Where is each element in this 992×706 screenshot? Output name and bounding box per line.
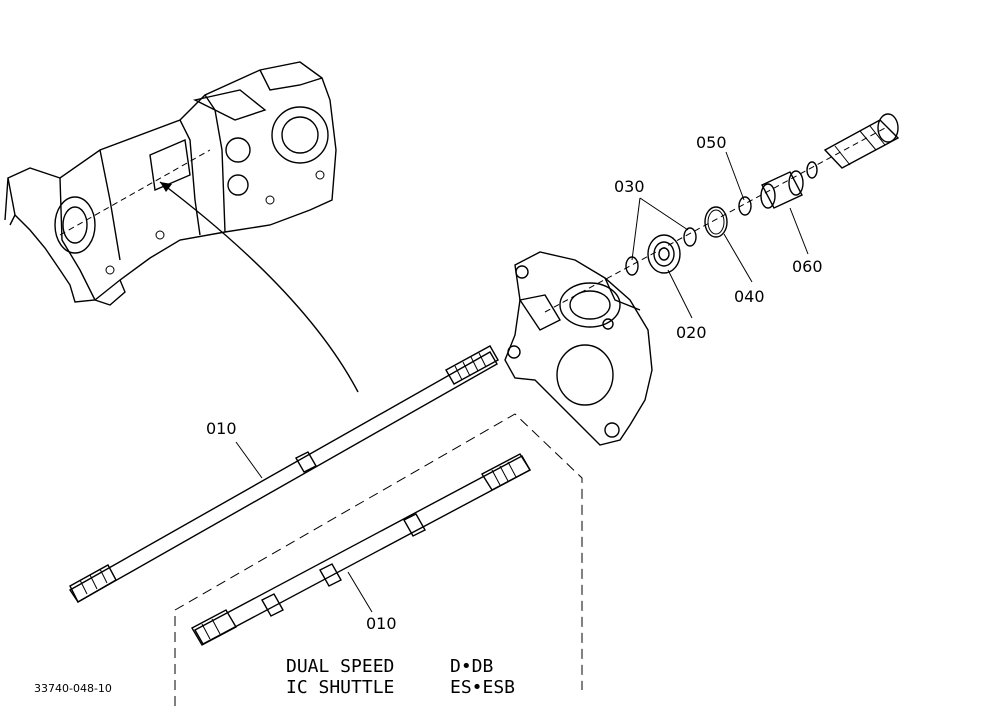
caption-line1-right: D•DB [450,656,493,677]
variant-bracket [174,413,583,706]
caption-line2-left: IC SHUTTLE [286,677,394,698]
collar-060 [760,170,804,209]
circlip-030-b [683,227,697,247]
label-050: 050 [696,133,727,152]
label-010-lower: 010 [366,614,397,633]
leader-lines [235,151,809,613]
label-040: 040 [734,287,765,306]
assembly-axis [544,127,886,313]
label-020: 020 [676,323,707,342]
label-010-upper: 010 [206,419,237,438]
label-030: 030 [614,177,645,196]
shaft-010-upper [69,345,499,603]
caption-line2-right: ES•ESB [450,677,515,698]
transmission-housing [4,61,337,306]
figure-number: 33740-048-10 [34,682,112,695]
label-060: 060 [792,257,823,276]
ring-small [806,161,818,179]
caption-line1-left: DUAL SPEED [286,656,394,677]
insertion-arrow [159,181,359,393]
snap-ring-040 [704,206,728,238]
circlip-050 [738,196,752,216]
output-shaft [823,113,900,169]
case-cover [504,251,653,446]
shaft-010-lower [191,453,531,646]
bearing-020 [647,234,681,274]
